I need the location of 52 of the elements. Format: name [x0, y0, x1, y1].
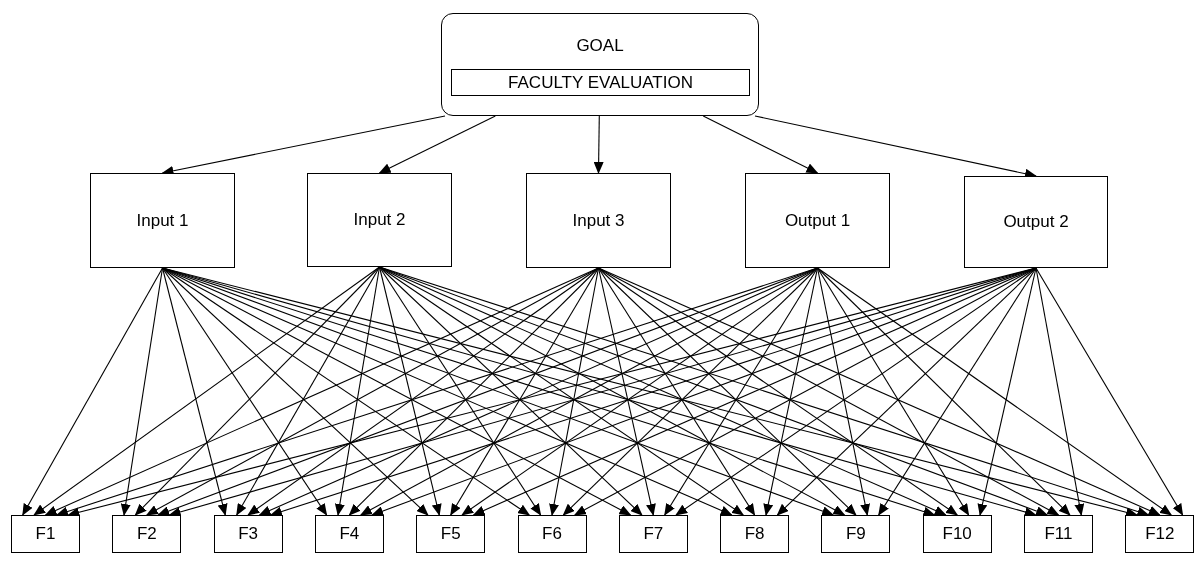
arrow [816, 267, 1071, 516]
criterion-box: F10 [922, 515, 992, 553]
arrow [161, 267, 228, 516]
criterion-box: Output 1 [745, 173, 890, 268]
criterion-box: F9 [821, 515, 891, 553]
arrow [816, 267, 871, 516]
criterion-box: F7 [618, 515, 688, 553]
arrow [161, 267, 429, 516]
arrow [597, 267, 857, 516]
arrow [334, 266, 381, 516]
arrow [1035, 267, 1085, 516]
arrow [348, 267, 600, 516]
criterion-box: Input 1 [90, 173, 235, 268]
arrow [763, 267, 819, 516]
arrow [378, 266, 542, 516]
criterion-box: F3 [213, 515, 283, 553]
arrow [378, 266, 643, 516]
arrow [702, 115, 819, 174]
criterion-box: F5 [416, 515, 486, 553]
criterion-box: F12 [1125, 515, 1195, 553]
criterion-box: F1 [11, 515, 80, 553]
arrow [378, 266, 442, 516]
arrow [22, 267, 164, 516]
goal-box [441, 13, 759, 116]
arrow [120, 267, 164, 516]
arrow [597, 267, 656, 516]
arrow [549, 267, 600, 516]
arrow [593, 115, 604, 174]
criterion-box: Output 2 [964, 176, 1108, 268]
arrow [664, 267, 819, 516]
goal-label: GOAL [575, 36, 625, 56]
arrow [977, 267, 1037, 516]
criterion-box: F6 [517, 515, 587, 553]
arrow [776, 267, 1037, 516]
arrow [450, 267, 600, 516]
criterion-box: Input 2 [307, 173, 452, 267]
arrow [878, 267, 1037, 516]
arrow [378, 115, 496, 174]
arrow [1035, 267, 1184, 516]
arrow [816, 267, 970, 516]
criterion-box: Input 3 [526, 173, 671, 268]
criterion-box: F4 [314, 515, 384, 553]
arrow [816, 267, 1172, 516]
arrow [597, 267, 756, 516]
criterion-box: F2 [112, 515, 182, 553]
title-box: FACULTY EVALUATION [451, 69, 750, 96]
arrow [562, 267, 819, 516]
arrow [161, 267, 328, 516]
arrow [134, 266, 381, 516]
criterion-box: F8 [720, 515, 790, 553]
arrow [236, 266, 381, 516]
criterion-box: F11 [1024, 515, 1093, 553]
